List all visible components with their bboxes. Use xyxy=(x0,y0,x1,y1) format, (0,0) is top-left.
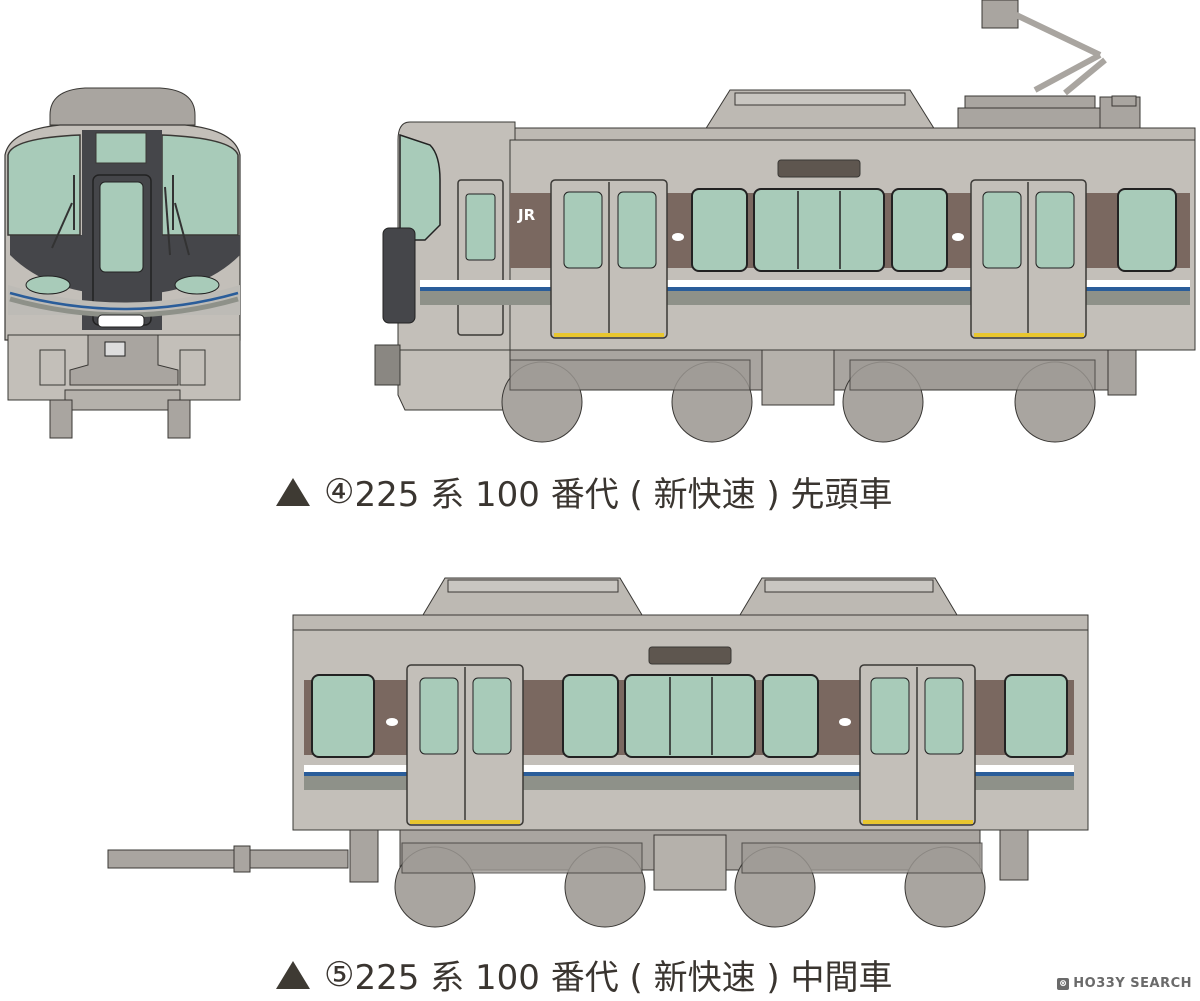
passenger-door-2 xyxy=(970,179,1087,339)
side-mirror xyxy=(382,227,416,324)
triangle-marker-icon xyxy=(276,960,310,989)
coupler-bar-icon xyxy=(107,829,379,883)
cab-side-window xyxy=(399,133,441,241)
destination-display xyxy=(95,132,147,164)
hobby-search-logo-icon: ⊗ xyxy=(1057,977,1070,990)
caption-number: ④ xyxy=(324,471,355,512)
jr-logo: JR xyxy=(517,206,536,224)
front-left-window xyxy=(7,134,81,236)
side-view-cab-car-diagram: JR xyxy=(374,0,1196,443)
caption-number: ⑤ xyxy=(324,954,355,995)
front-view-diagram xyxy=(4,87,241,439)
hobby-search-watermark: ⊗ HO33Y SEARCH xyxy=(1057,976,1192,991)
pantograph-icon xyxy=(957,0,1141,133)
side-view-intermediate-car-diagram xyxy=(107,577,1089,928)
coupler-icon xyxy=(374,344,401,386)
side-destination-display xyxy=(777,159,861,178)
passenger-door-1 xyxy=(406,664,524,826)
gangway-door-window xyxy=(99,181,144,273)
left-headlight xyxy=(25,275,71,295)
triangle-marker-icon xyxy=(276,477,310,506)
caption-car-5: ⑤ 225 系 100 番代 ( 新快速 ) 中間車 xyxy=(276,950,892,999)
caption-text: 225 系 100 番代 ( 新快速 ) 中間車 xyxy=(354,958,893,998)
passenger-door-2 xyxy=(859,664,976,826)
caption-text: 225 系 100 番代 ( 新快速 ) 先頭車 xyxy=(354,475,893,515)
right-headlight xyxy=(174,275,220,295)
caption-car-4: ④ 225 系 100 番代 ( 新快速 ) 先頭車 xyxy=(276,467,892,516)
front-right-window xyxy=(161,134,239,236)
watermark-text: HO33Y SEARCH xyxy=(1073,976,1192,991)
passenger-door-1 xyxy=(550,179,668,339)
side-destination-display xyxy=(648,646,732,665)
